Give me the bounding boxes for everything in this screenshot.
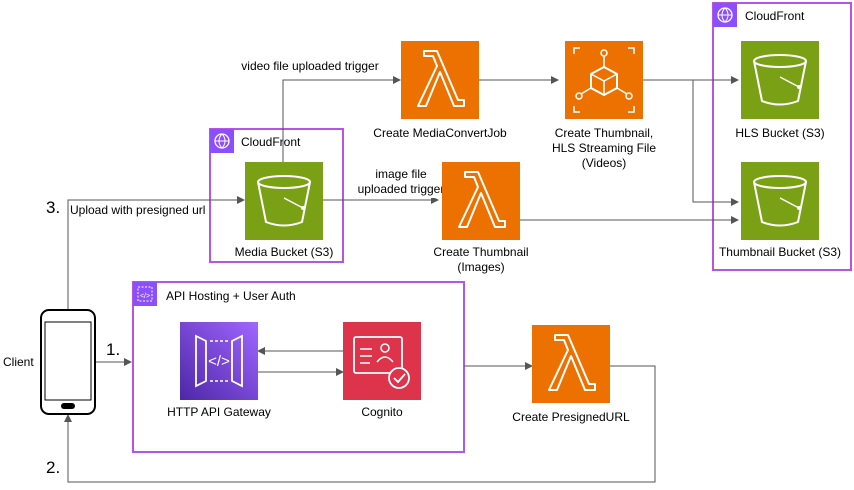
s3-bucket-icon [245, 162, 323, 240]
create-presigned-label: Create PresignedURL [512, 410, 630, 424]
mobile-phone-icon [40, 309, 96, 415]
api-hosting-label: API Hosting + User Auth [166, 289, 296, 303]
edge-mediaconvert-to-thumbnail-bucket [678, 79, 739, 206]
edge-presigned-to-client [64, 365, 656, 483]
create-presigned-node: Create PresignedURL [512, 325, 630, 424]
mediaconvert-icon [565, 41, 643, 119]
cognito-icon [343, 322, 421, 400]
cloudfront-icon [713, 3, 737, 27]
cloudfront-icon [210, 129, 234, 153]
edge-client-upload [67, 196, 245, 310]
api-hosting-group: </> API Hosting + User Auth [132, 281, 465, 453]
step-2-label: 2. [46, 458, 60, 477]
api-gateway-icon: </> [180, 322, 258, 400]
image-trigger-label-line2: uploaded trigger [358, 182, 445, 196]
edge-video-trigger [282, 76, 401, 165]
mediaconvert-label-line2: HLS Streaming File [552, 141, 656, 155]
mediaconvert-label-line1: Create Thumbnail, [555, 126, 654, 140]
create-thumbnail-label-line2: (Images) [457, 260, 504, 274]
cloudfront-output-label: CloudFront [745, 9, 805, 23]
step-1-label: 1. [106, 340, 120, 359]
create-mediaconvert-label: Create MediaConvertJob [373, 126, 507, 140]
create-thumbnail-node: Create Thumbnail (Images) [433, 162, 529, 274]
edges [64, 76, 739, 483]
client-label: Client [3, 355, 34, 369]
cloudfront-media-label: CloudFront [241, 135, 301, 149]
media-bucket-label: Media Bucket (S3) [235, 245, 334, 259]
s3-bucket-icon [741, 41, 819, 119]
mediaconvert-label-line3: (Videos) [582, 156, 626, 170]
create-thumbnail-label-line1: Create Thumbnail [433, 245, 528, 259]
hls-bucket-node: HLS Bucket (S3) [735, 41, 825, 140]
cloudfront-output-group: CloudFront [712, 2, 852, 271]
svg-text:</>: </> [208, 353, 230, 370]
cognito-label: Cognito [361, 405, 403, 419]
api-gateway-node: </> HTTP API Gateway [167, 322, 271, 419]
video-trigger-label: video file uploaded trigger [241, 59, 378, 73]
upload-presigned-label: Upload with presigned url [70, 203, 205, 217]
api-gateway-label: HTTP API Gateway [167, 405, 271, 419]
client-node: Client [3, 309, 96, 415]
media-bucket-node: Media Bucket (S3) [235, 162, 334, 259]
cognito-node: Cognito [343, 322, 421, 419]
hls-bucket-label: HLS Bucket (S3) [735, 126, 824, 140]
step-3-label: 3. [46, 198, 60, 217]
cloudfront-media-group: CloudFront [209, 128, 344, 263]
mediaconvert-node: Create Thumbnail, HLS Streaming File (Vi… [552, 41, 656, 170]
lambda-icon [401, 41, 479, 119]
thumbnail-bucket-label: Thumbnail Bucket (S3) [719, 245, 841, 259]
lambda-icon [442, 162, 520, 240]
image-trigger-label-line1: image file [375, 167, 427, 181]
thumbnail-bucket-node: Thumbnail Bucket (S3) [719, 162, 841, 259]
lambda-icon [532, 325, 610, 403]
s3-bucket-icon [741, 162, 819, 240]
create-mediaconvert-node: Create MediaConvertJob [373, 41, 507, 140]
svg-text:</>: </> [140, 293, 150, 300]
api-group-icon: </> [133, 282, 157, 306]
